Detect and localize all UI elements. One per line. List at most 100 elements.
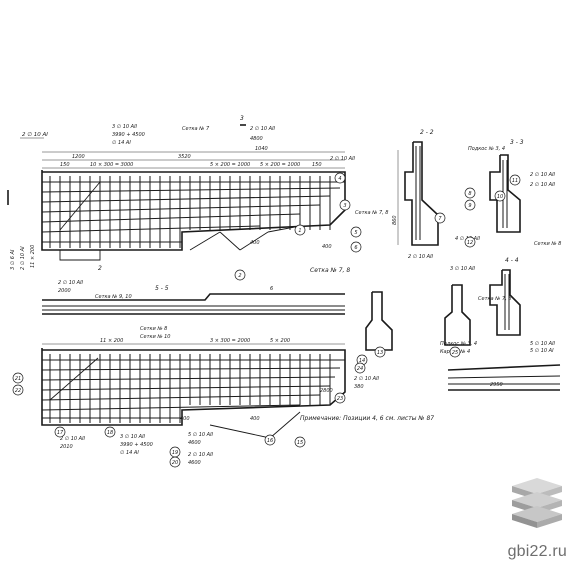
bdim-6: 2800 [320,388,333,394]
stacked-slabs-icon [512,478,562,528]
position-marker-label: 11 [512,178,518,184]
label-podkos: Подкос № 3, 4 [468,146,505,152]
section-3: 3 [240,115,244,122]
s33-spec-1: 2 ∅ 10 АII [530,172,556,178]
position-marker-label: 13 [377,350,383,356]
position-marker-label: 19 [172,450,178,456]
left-rotated-specs: 3 ∅ 6 АI 2 ∅ 10 АI 11 × 200 [10,245,36,270]
position-marker-circle [294,224,306,236]
bdim-3: 5 × 200 [270,338,290,344]
spec-bot-10: 2 ∅ 10 АII [354,376,380,382]
dim-10x300: 10 × 300 = 3000 [90,162,133,168]
position-marker-circle [104,426,116,438]
bottom-vertical-bars [49,354,331,423]
label-setka-910: Сетка № 9, 10 [95,294,132,300]
position-marker-circle [294,436,306,448]
section-5-5: 5 - 5 [155,285,169,292]
dim-150: 150 [60,162,70,168]
left-spec-1: 3 ∅ 6 АI [10,249,16,270]
section-3-3-outline [489,154,521,233]
mid-right-outline [444,284,471,346]
left-spec-2: 2 ∅ 10 АI [20,246,26,270]
position-marker-label: 3 [343,203,346,209]
position-marker-circle [354,362,366,374]
title-2-2: 2 - 2 [420,129,434,136]
position-marker-label: 9 [468,203,471,209]
dim-1040: 1040 [255,146,268,152]
label-setka-right2: Сетка № 7, 8 [478,296,511,302]
right-beam-detail: 2950 5 ∅ 10 АI [447,348,561,391]
position-marker-label: 7 [438,216,442,222]
bottom-elevation: 11 × 200 3 × 300 = 2000 5 × 200 400 400 … [41,338,346,439]
title-3-3: 3 - 3 [510,139,524,146]
spec-bot-9: 4600 [188,460,201,466]
spec-bot-3: 3 ∅ 10 АII [120,434,146,440]
position-marker-circle [169,456,181,468]
top-dimensions: 1200 150 10 × 300 = 3000 3520 5 × 200 = … [42,146,345,250]
bottom-diagonal [49,357,99,401]
dim-150b: 150 [312,162,322,168]
top-brace-1 [189,231,221,251]
beam-dim: 2950 [490,382,503,388]
position-marker-circle [374,346,386,358]
position-marker-circle [494,190,506,202]
position-marker-label: 14 [359,358,365,364]
position-marker-label: 5 [354,230,357,236]
position-marker-label: 1 [298,228,301,234]
position-marker-circle [264,434,276,446]
beam-spec: 5 ∅ 10 АI [530,348,554,354]
s33-spec-2: 2 ∅ 10 АII [530,182,556,188]
position-marker-circle [12,384,24,396]
left-dims-top: 11 × 200 [30,245,36,268]
dim-400b: 400 [250,240,260,246]
label-setka-8: Сетки № 8 [534,241,561,247]
position-marker-label: 10 [497,194,503,200]
label-setka-top: Сетка № 7 [182,126,210,132]
top-brace-3 [239,231,269,251]
top-foot [59,250,101,261]
position-marker-circle [334,172,346,184]
section-mid-right: Сетка № 7, 8 Подкос № 3, 4 Каркас № 4 3 … [365,266,511,355]
top-brace-4 [267,225,301,233]
position-marker-label: 21 [15,376,21,382]
position-marker-label: 8 [468,191,471,197]
mid-strip-top [42,293,345,301]
position-marker-label: 23 [337,396,343,402]
position-marker-circle [339,199,351,211]
spec-top-left: 2 ∅ 10 АI [22,132,48,138]
beam-top [447,364,561,371]
top-vertical-bars [49,176,331,248]
note-text: Примечание: Позиции 4, 6 см. листы № 87 [300,415,434,422]
bottom-elevation-outline [41,348,346,426]
position-marker-circle [464,236,476,248]
brand-url[interactable]: gbi22.ru [507,543,567,560]
position-marker-label: 2 [238,273,241,279]
bdim-5: 400 [250,416,260,422]
spec-bot-1: 2 ∅ 10 АII [60,436,86,442]
spec-bot-2: 2010 [60,444,73,450]
spec-bot-8: 2 ∅ 10 АII [188,452,214,458]
spec-bot-5: ∅ 14 АI [120,450,139,456]
position-marker-circle [234,269,246,281]
dim-5x200b: 5 × 200 = 1000 [260,162,300,168]
bdim-4: 400 [180,416,190,422]
spec-bot-4: 3990 + 4500 [120,442,153,448]
dim-400: 400 [322,244,332,250]
section-2-2: 2 - 2 860 2 ∅ 10 АII [392,129,439,260]
top-elevation [7,124,346,261]
gbi-logo [506,478,568,536]
position-marker-circle [54,426,66,438]
label-podkos-2: Подкос № 3, 4 [440,341,477,347]
label-setka-right: Сетка № 7, 8 [355,210,388,216]
s22-spec: 2 ∅ 10 АII [408,254,434,260]
strip-dim: 6 [270,286,273,292]
position-marker-label: 12 [467,240,473,246]
position-marker-circle [334,392,346,404]
section-4-4-outline [489,269,521,336]
spec-top-2: 3990 + 4500 [112,132,145,138]
position-marker-circle [509,174,521,186]
s44-spec: 5 ∅ 10 АII [530,341,556,347]
dim-3520: 3520 [178,154,191,160]
position-marker-circle [350,241,362,253]
